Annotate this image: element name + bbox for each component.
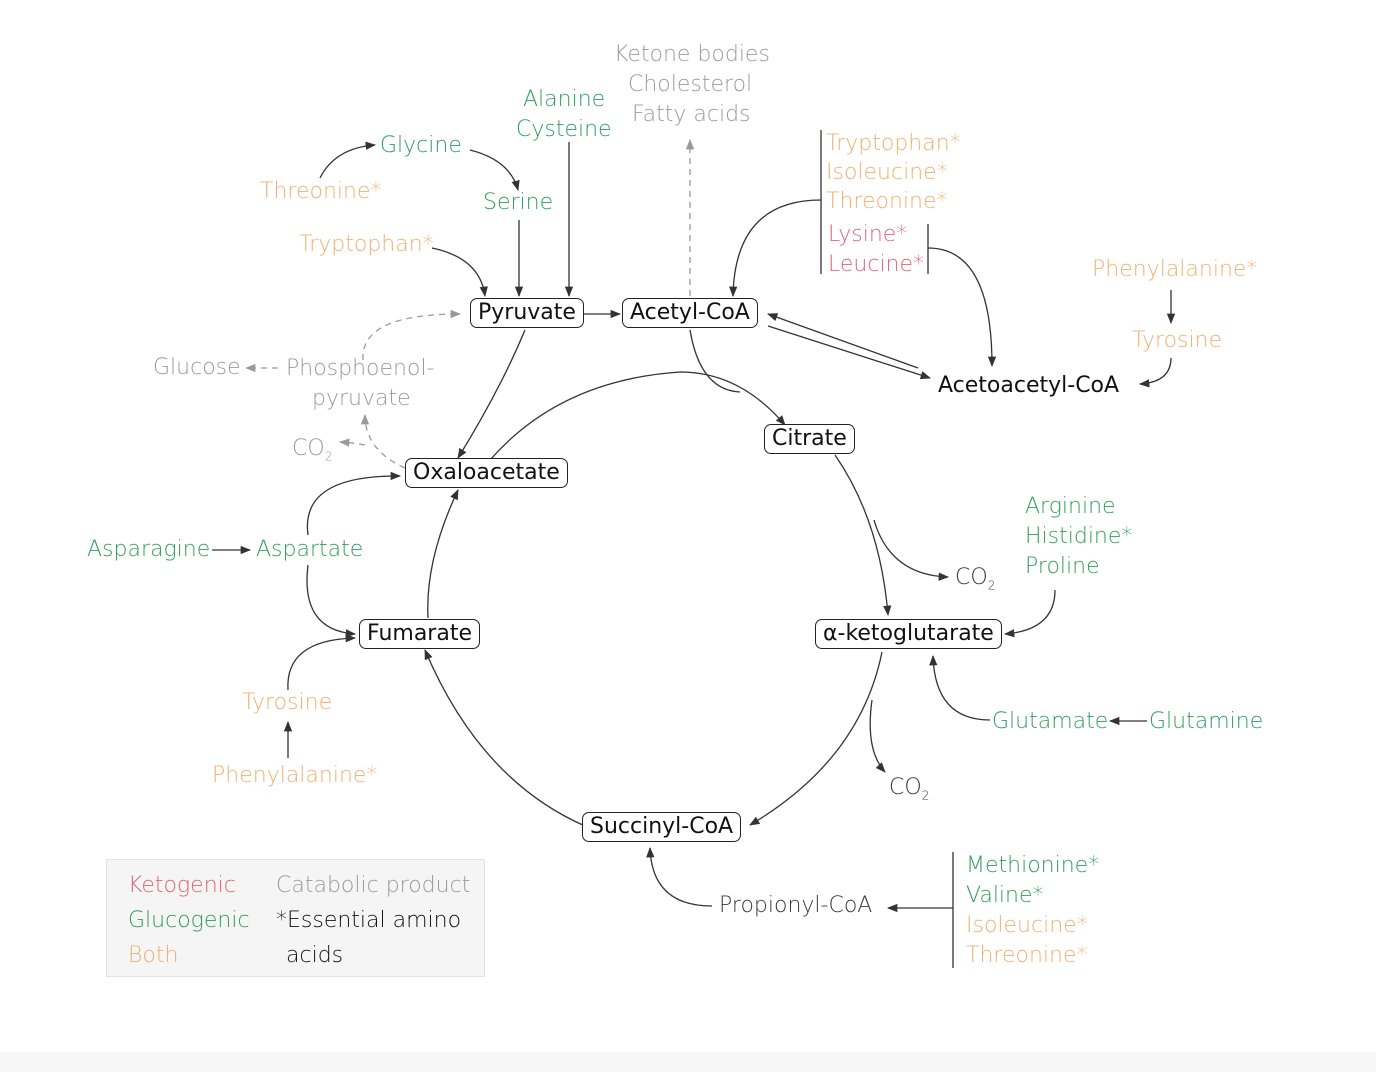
- label-co2-a: CO2: [955, 565, 996, 593]
- label-co2-left: CO2: [292, 436, 333, 464]
- node-a-ketoglutarate: α-ketoglutarate: [815, 619, 1002, 649]
- arrow-pyruvate-oxaloacetate: [457, 329, 526, 459]
- label-histidine: Histidine*: [1025, 524, 1133, 549]
- arrow-aspartate-oxaloacetate: [306, 471, 402, 536]
- node-oxaloacetate: Oxaloacetate: [405, 458, 568, 488]
- label-propionyl-coa: Propionyl-CoA: [719, 893, 873, 918]
- node-fumarate: Fumarate: [359, 619, 480, 649]
- arrow-fumarate-oxaloacetate: [427, 489, 459, 619]
- label-isoleucine-bottom: Isoleucine*: [966, 913, 1088, 938]
- arrow-arginine-group: [1003, 589, 1056, 638]
- arrow-acetoacetyl-acetyl: [767, 313, 919, 369]
- label-threonine-bottom: Threonine*: [966, 943, 1088, 968]
- legend: Ketogenic Glucogenic Both Catabolic prod…: [106, 859, 485, 977]
- label-aspartate: Aspartate: [256, 537, 364, 562]
- label-methionine: Methionine*: [966, 853, 1100, 878]
- arrow-aspartate-fumarate: [306, 564, 357, 638]
- label-pep-line2: pyruvate: [312, 386, 411, 411]
- catabolic-fatty-acids: Fatty acids: [632, 102, 751, 127]
- arrow-acetyl-acetoacetyl: [767, 325, 931, 380]
- arrow-succinyl-fumarate: [424, 649, 586, 827]
- label-lysine: Lysine*: [828, 222, 908, 247]
- arrow-co2-a: [873, 519, 950, 581]
- arrow-tyr-acetoacetyl: [1138, 357, 1172, 388]
- label-isoleucine-right: Isoleucine*: [826, 160, 948, 185]
- label-co2-b: CO2: [889, 775, 930, 803]
- label-threonine-right: Threonine*: [826, 189, 948, 214]
- label-tryptophan-right: Tryptophan*: [826, 131, 961, 156]
- legend-essential-line2: acids: [286, 943, 344, 968]
- arrow-bracket-acetyl: [729, 199, 822, 298]
- arrow-tyrosine-fumarate: [287, 634, 357, 691]
- label-glucose: Glucose: [153, 355, 241, 380]
- arrow-threonine-glycine: [319, 141, 377, 179]
- node-acetyl-coa: Acetyl-CoA: [622, 298, 758, 328]
- label-tyrosine-right: Tyrosine: [1132, 328, 1223, 353]
- arrow-pep-pyruvate: [362, 309, 462, 361]
- catabolic-ketone-bodies: Ketone bodies: [614, 42, 770, 67]
- label-tryptophan: Tryptophan*: [299, 232, 434, 257]
- arrow-aketoglutarate-succinyl: [749, 651, 883, 826]
- label-acetoacetyl-coa: Acetoacetyl-CoA: [938, 373, 1120, 398]
- label-valine: Valine*: [966, 883, 1044, 908]
- arrow-co2-b: [869, 699, 886, 773]
- arrow-oxaloacetate-citrate: [489, 371, 786, 461]
- arrow-tryptophan-pyruvate: [431, 247, 488, 298]
- label-cysteine: Cysteine: [516, 117, 612, 142]
- arrow-acetyl-citrate: [689, 329, 741, 393]
- legend-glucogenic: Glucogenic: [128, 908, 250, 933]
- legend-essential-line1: *Essential amino: [276, 908, 462, 933]
- bottom-strip: [0, 1052, 1376, 1072]
- label-pep-line1: Phosphoenol-: [286, 356, 435, 381]
- arrow-citrate-aketoglutarate: [834, 454, 892, 617]
- node-succinyl-coa: Succinyl-CoA: [582, 812, 742, 842]
- legend-both: Both: [128, 943, 179, 968]
- label-proline: Proline: [1025, 554, 1100, 579]
- label-arginine: Arginine: [1025, 494, 1116, 519]
- arrow-oxaloacetate-co2: [338, 438, 366, 447]
- label-asparagine: Asparagine: [87, 537, 211, 562]
- legend-ketogenic: Ketogenic: [128, 873, 236, 898]
- legend-catabolic: Catabolic product: [276, 873, 471, 898]
- label-threonine: Threonine*: [260, 179, 382, 204]
- catabolic-cholesterol: Cholesterol: [628, 72, 753, 97]
- node-pyruvate: Pyruvate: [470, 298, 584, 328]
- arrow-oxaloacetate-pep: [360, 413, 406, 469]
- label-phenylalanine-left: Phenylalanine*: [212, 763, 378, 788]
- label-phenylalanine-right: Phenylalanine*: [1092, 257, 1258, 282]
- arrow-bracket-acetoacetyl: [927, 247, 997, 368]
- arrow-glutamate-aketoglutarate: [929, 654, 991, 721]
- node-citrate: Citrate: [764, 424, 855, 454]
- label-leucine: Leucine*: [828, 252, 925, 277]
- label-tyrosine-left: Tyrosine: [242, 690, 333, 715]
- arrow-glycine-serine: [469, 149, 520, 192]
- label-glutamate: Glutamate: [992, 709, 1109, 734]
- label-alanine: Alanine: [523, 87, 606, 112]
- label-serine: Serine: [483, 190, 554, 215]
- label-glutamine: Glutamine: [1149, 709, 1264, 734]
- arrow-propionyl-succinyl: [646, 846, 713, 907]
- label-glycine: Glycine: [380, 133, 462, 158]
